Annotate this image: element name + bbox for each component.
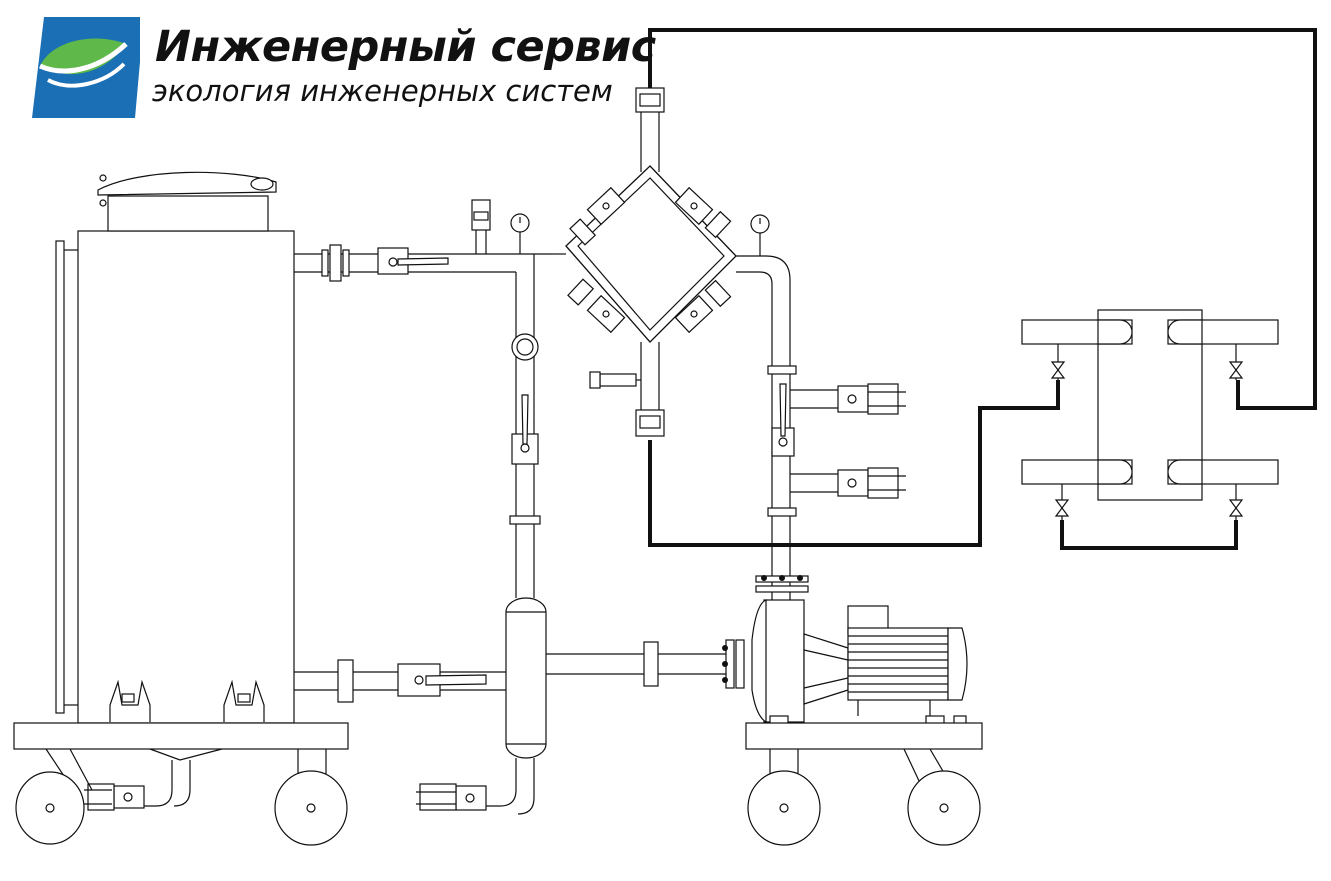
trolley-platform-right	[745, 722, 983, 750]
right-riser	[736, 214, 906, 600]
brand-title: Инженерный сервис	[155, 22, 656, 72]
brand-subtitle: экология инженерных систем	[152, 74, 613, 108]
separator-vessel	[505, 597, 547, 759]
tank-lid-ring	[107, 195, 269, 232]
tank-trolley	[13, 171, 349, 846]
brand-logo: Инженерный сервис экология инженерных си…	[0, 0, 656, 130]
left-vertical-pipe	[509, 254, 541, 598]
heat-exchanger-bottom-line	[1060, 520, 1238, 550]
leaf-logo-icon	[32, 17, 140, 118]
tank-side-rail	[55, 240, 65, 714]
filter-manifold	[552, 87, 737, 437]
pump-casing	[763, 599, 805, 723]
circuit-lines	[648, 28, 1317, 550]
tank-lid	[97, 171, 277, 196]
return-line-top	[648, 28, 1317, 410]
electric-motor	[847, 627, 949, 701]
heat-exchanger	[1021, 309, 1279, 520]
trolley-platform-left	[13, 722, 349, 750]
supply-line-bottom	[648, 380, 1060, 547]
pump-trolley	[745, 599, 983, 846]
tank-body	[77, 230, 295, 724]
lower-pipe	[294, 597, 745, 815]
upper-pipe	[294, 199, 552, 282]
